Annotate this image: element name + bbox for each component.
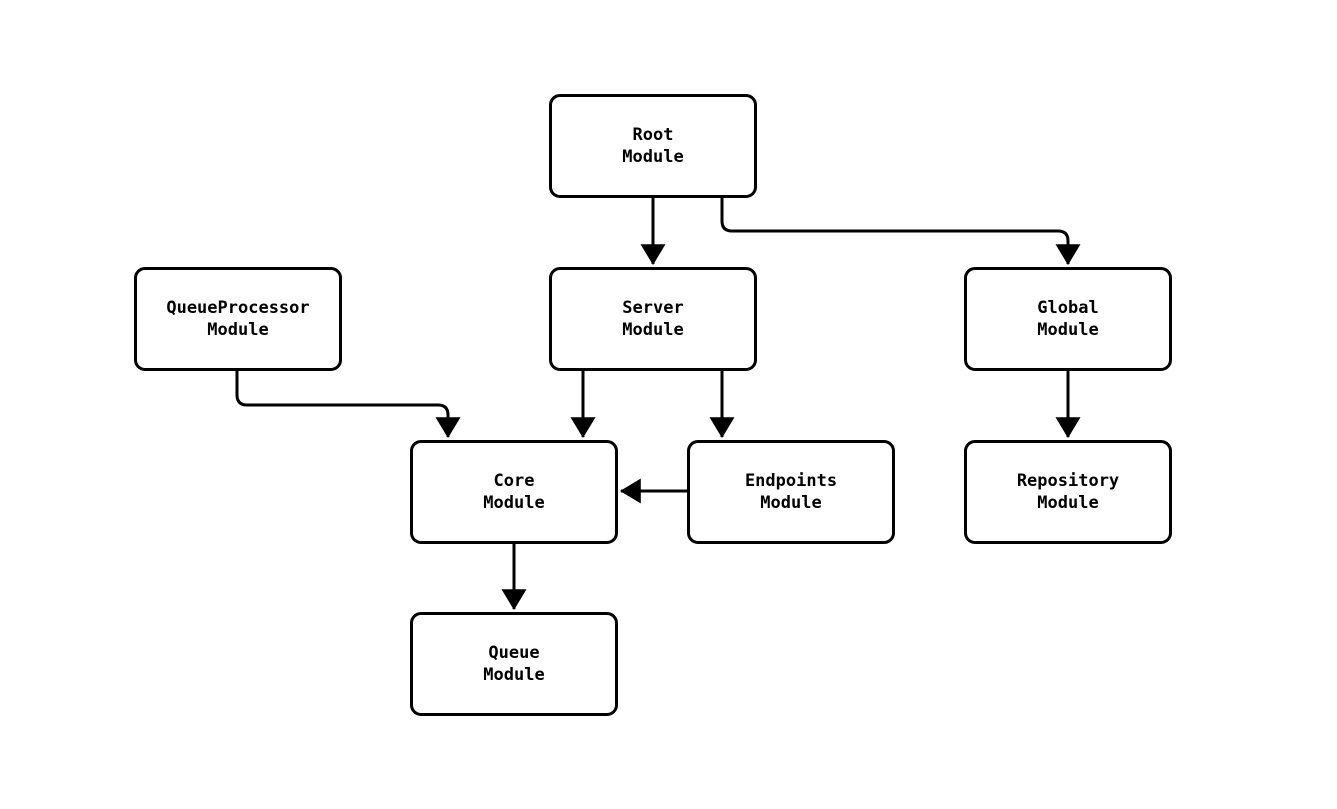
- node-queueprocessor-module: QueueProcessor Module: [134, 267, 342, 371]
- node-global-module: Global Module: [964, 267, 1172, 371]
- node-queue-module: Queue Module: [410, 612, 618, 716]
- node-root-module: Root Module: [549, 94, 757, 198]
- node-server-module: Server Module: [549, 267, 757, 371]
- node-core-module: Core Module: [410, 440, 618, 544]
- node-endpoints-module: Endpoints Module: [687, 440, 895, 544]
- edge-queueprocessor-to-core: [235, 371, 461, 439]
- node-repository-module: Repository Module: [964, 440, 1172, 544]
- edge-root-to-global: [720, 198, 1081, 266]
